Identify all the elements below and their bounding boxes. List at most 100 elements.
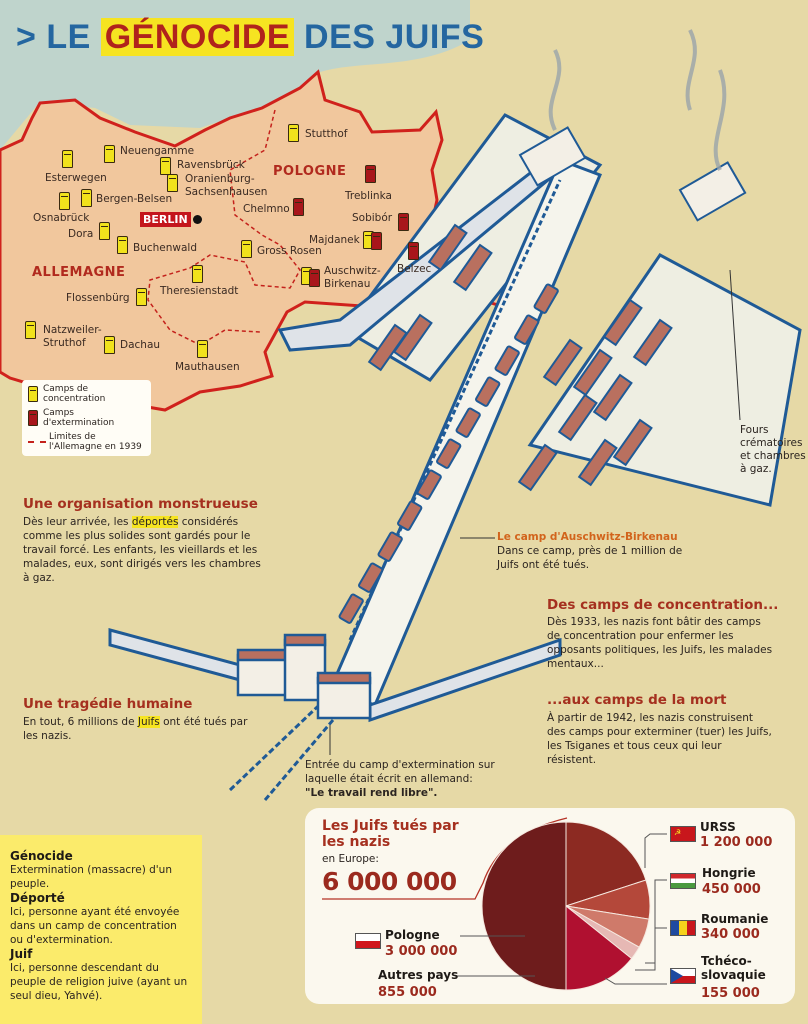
train-car [436, 438, 462, 469]
concentration-camp-icon [104, 145, 115, 163]
train [338, 283, 559, 624]
camp-label: Natzweiler-Struthof [43, 324, 102, 350]
slice-label: URSS [700, 820, 736, 834]
train-car [358, 562, 384, 593]
barrack [542, 338, 583, 387]
dashed-border-icon [28, 441, 46, 443]
title-part1: LE [46, 18, 91, 56]
chart-title: Les Juifs tués par les nazis [322, 818, 459, 850]
barrack [557, 393, 598, 442]
extermination-camp-icon [309, 269, 320, 287]
text: considérés comme les plus solides sont g… [23, 516, 261, 584]
page-title: > LE GÉNOCIDE DES JUIFS [16, 18, 484, 57]
highlighted-term: Juifs [137, 716, 160, 728]
train-car [514, 314, 540, 345]
train-car [377, 531, 403, 562]
entrance-caption: Entrée du camp d'extermination sur laque… [305, 758, 505, 800]
slice-value: 3 000 000 [385, 944, 458, 959]
leader-line [644, 833, 667, 868]
country-label-poland: POLOGNE [273, 164, 347, 179]
glossary-definition: Ici, personne descendant du peuple de re… [10, 962, 188, 1002]
chart-total: 6 000 000 [322, 867, 457, 896]
section-body-concentration: Dès 1933, les nazis font bâtir des camps… [547, 616, 773, 670]
concentration-camp-icon [25, 321, 36, 339]
barrack [592, 373, 633, 422]
barrack [577, 438, 618, 487]
country-label-germany: ALLEMAGNE [32, 265, 126, 280]
fours-caption: Fours crématoires et chambres à gaz. [740, 424, 806, 475]
train-car [494, 345, 520, 376]
camp-label: Dachau [120, 339, 161, 351]
section-title-organisation: Une organisation monstrueuse [23, 496, 258, 512]
slice-value: 1 200 000 [700, 835, 773, 850]
entrance-gate [236, 633, 372, 720]
camp-label-line2: Sachsenhausen [185, 186, 268, 198]
camp-label-line2: Struthof [43, 337, 86, 349]
pie-slice-autres-pays [565, 904, 633, 991]
chimney-smoke [548, 29, 727, 171]
section-title-mort: ...aux camps de la mort [547, 692, 727, 708]
camp-label-line1: Natzweiler- [43, 324, 102, 336]
slice-value: 450 000 [702, 882, 761, 897]
legend-concentration: Camps de concentration [43, 384, 106, 404]
flag-hongrie-icon [670, 873, 696, 889]
camp-label: Chelmno [243, 203, 290, 215]
camp-label: Oranienburg-Sachsenhausen [185, 173, 267, 199]
concentration-camp-icon [136, 288, 147, 306]
title-part2: DES JUIFS [304, 18, 485, 56]
barrack [572, 348, 613, 397]
map-legend: Camps de concentration Camps d'extermina… [22, 380, 151, 456]
train-car [338, 593, 364, 624]
capital-label: BERLIN [140, 212, 191, 227]
camp-label: Dora [68, 228, 94, 240]
extermination-camp-icon [398, 213, 409, 231]
section-title-tragedie: Une tragédie humaine [23, 696, 193, 712]
barrack [632, 318, 673, 367]
camp-label-line1: Auschwitz- [324, 265, 381, 277]
text: En tout, 6 millions de [23, 716, 138, 728]
slice-label: Autres pays [378, 968, 459, 982]
slice-value: 155 000 [701, 986, 760, 1001]
auschwitz-body: Dans ce camp, près de 1 million de Juifs… [497, 545, 683, 571]
camp-label: Bergen-Belsen [96, 193, 173, 205]
slice-value: 855 000 [378, 985, 437, 1000]
slice-label: Pologne [385, 928, 440, 942]
concentration-camp-icon [197, 340, 208, 358]
legend-extermination: Camps d'extermination [43, 408, 115, 428]
barrack [602, 298, 643, 347]
glossary-term: Déporté [10, 891, 65, 905]
camp-label: Osnabrück [33, 212, 90, 224]
barrack [427, 223, 468, 272]
text: ont été tués par les nazis. [23, 716, 248, 742]
concentration-camp-icon [99, 222, 110, 240]
section-body-mort: À partir de 1942, les nazis construisent… [547, 712, 772, 766]
slice-label: Roumanie [701, 912, 769, 926]
text: Dès leur arrivée, les [23, 516, 132, 528]
pie-slice-urss [565, 821, 647, 907]
section-title-concentration: Des camps de concentration... [547, 597, 779, 613]
concentration-camp-icon [160, 157, 171, 175]
flag-tchecoslovaquie-icon [670, 968, 696, 984]
concentration-camp-icon [28, 386, 38, 402]
entrance-quote: "Le travail rend libre". [305, 787, 438, 799]
section-body-organisation: Dès leur arrivée, les déportés considéré… [23, 515, 263, 585]
title-chevron-icon: > [16, 18, 37, 56]
highlighted-term: déportés [131, 516, 179, 528]
crematorium-building [518, 126, 587, 187]
camp-label-line2: Birkenau [324, 278, 371, 290]
section-body-tragedie: En tout, 6 millions de Juifs ont été tué… [23, 715, 253, 743]
train-car [397, 500, 423, 531]
camp-label: Sobibór [352, 212, 393, 224]
concentration-camp-icon [81, 189, 92, 207]
train-car [475, 376, 501, 407]
barracks [367, 126, 747, 492]
entrance-text: Entrée du camp d'extermination sur laque… [305, 759, 495, 785]
train-car [533, 283, 559, 314]
flag-urss-icon: ☭ [670, 826, 696, 842]
camp-label: Treblinka [345, 190, 392, 202]
title-highlight: GÉNOCIDE [100, 18, 295, 56]
camp-label: Majdanek [309, 234, 360, 246]
concentration-camp-icon [241, 240, 252, 258]
